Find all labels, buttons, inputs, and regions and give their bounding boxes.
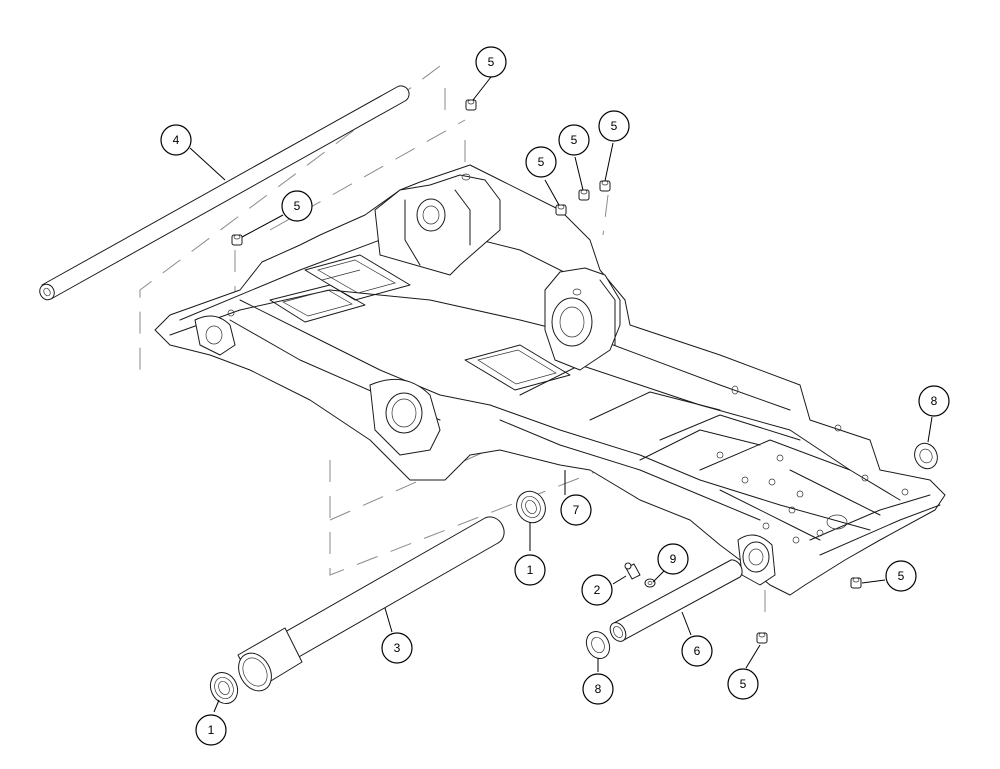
leader-lines [189,76,933,713]
shaft-item-6 [609,559,743,642]
svg-text:2: 2 [594,583,601,597]
svg-text:3: 3 [394,641,401,655]
svg-text:8: 8 [931,394,938,408]
callout-5: 5 [598,110,630,142]
svg-text:5: 5 [611,119,618,133]
callout-2: 2 [581,574,613,606]
washer-item-8-lower [585,630,611,660]
callout-1: 1 [195,714,227,746]
svg-text:5: 5 [488,55,495,69]
set-screw-2 [231,234,243,246]
callout-7: 7 [560,494,592,526]
svg-text:7: 7 [573,503,580,517]
callout-5: 5 [525,146,557,178]
svg-text:1: 1 [208,723,215,737]
callout-5: 5 [558,124,590,156]
set-screw-7 [756,632,768,644]
callout-3: 3 [381,632,413,664]
callout-8: 8 [918,385,950,417]
phantom-lines [139,65,766,625]
bearing-item-1-upper [516,490,546,524]
callout-9: 9 [657,543,689,575]
svg-text:4: 4 [173,133,180,147]
washer-item-9 [644,578,656,588]
svg-text:9: 9 [670,552,677,566]
svg-text:5: 5 [898,569,905,583]
svg-text:6: 6 [694,644,701,658]
frame-holes [227,309,909,544]
svg-text:5: 5 [294,199,301,213]
svg-text:8: 8 [595,682,602,696]
callout-6: 6 [681,635,713,667]
svg-text:5: 5 [740,677,747,691]
rod-item-4 [39,85,410,301]
tube-item-3 [237,516,505,692]
grease-fitting-item-2 [624,562,641,580]
set-screw-6 [850,577,862,589]
set-screw-5 [599,180,611,192]
set-screws-item-5 [231,99,862,644]
chassis-frame [154,164,946,596]
svg-text:1: 1 [527,563,534,577]
set-screw-4 [578,189,590,201]
svg-text:5: 5 [571,133,578,147]
bearing-item-1-lower [209,671,239,705]
callout-1: 1 [514,554,546,586]
svg-text:5: 5 [538,155,545,169]
set-screw-1 [465,99,477,111]
callout-8: 8 [582,673,614,705]
callout-5: 5 [727,668,759,700]
washer-item-8-upper [914,442,938,470]
callout-5: 5 [281,190,313,222]
set-screw-3 [555,204,567,216]
callout-4: 4 [160,124,192,156]
callout-5: 5 [475,46,507,78]
callout-5: 5 [885,560,917,592]
